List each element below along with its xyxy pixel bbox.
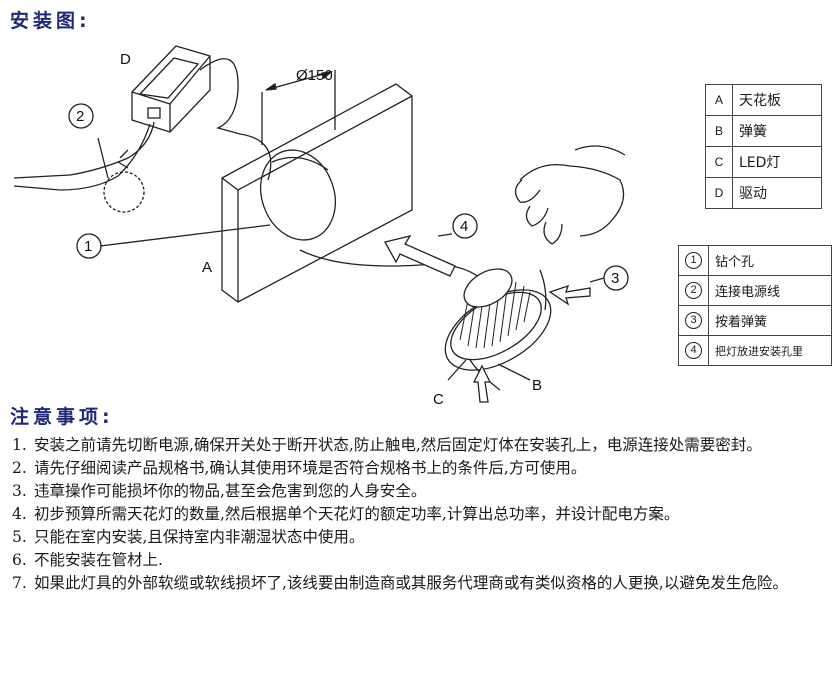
diameter-dimension (261, 70, 336, 145)
notes-list: 1. 安装之前请先切断电源,确保开关处于断开状态,防止触电,然后固定灯体在安装孔… (12, 434, 827, 595)
note-number: 2. (12, 459, 27, 477)
legend-key: D (705, 177, 733, 209)
legend-key: C (705, 146, 733, 178)
legend-row: B 弹簧 (705, 115, 822, 147)
legend-row: D 驱动 (705, 177, 822, 209)
legend-value: 钻个孔 (708, 245, 832, 276)
step-number-badge: 1 (685, 252, 702, 269)
legend-value: 驱动 (732, 177, 822, 209)
note-text: 不能安装在管材上. (34, 551, 163, 569)
step-1-number: 1 (84, 238, 92, 255)
step-2-marker (68, 103, 94, 129)
legend-row: 2 连接电源线 (678, 275, 832, 306)
steps-legend: 1 钻个孔 2 连接电源线 3 按着弹簧 4 把灯放进安装孔里 (678, 245, 832, 366)
push-arrow (472, 364, 492, 403)
note-number: 3. (12, 482, 27, 500)
insert-arrow (384, 234, 456, 277)
list-item: 5. 只能在室内安装,且保持室内非潮湿状态中使用。 (12, 526, 827, 549)
press-arrow (548, 284, 591, 306)
diameter-label: Ø150 (296, 67, 333, 84)
note-text: 安装之前请先切断电源,确保开关处于断开状态,防止触电,然后固定灯体在安装孔上，电… (34, 436, 762, 454)
note-number: 1. (12, 436, 27, 454)
step-number-badge: 3 (685, 312, 702, 329)
legend-value: 弹簧 (732, 115, 822, 147)
note-text: 请先仔细阅读产品规格书,确认其使用环境是否符合规格书上的条件后,方可使用。 (34, 459, 587, 477)
legend-row: 1 钻个孔 (678, 245, 832, 276)
label-C: C (433, 391, 444, 408)
legend-value: 把灯放进安装孔里 (708, 335, 832, 366)
label-A: A (202, 259, 212, 276)
list-item: 3. 违章操作可能损坏你的物品,甚至会危害到您的人身安全。 (12, 480, 827, 503)
note-text: 如果此灯具的外部软缆或软线损坏了,该线要由制造商或其服务代理商或有类似资格的人更… (34, 574, 788, 592)
label-B: B (532, 377, 542, 394)
ceiling-panel (221, 83, 413, 303)
installation-diagram: Ø150 D A B C 2 1 4 3 (13, 45, 629, 408)
step-4-number: 4 (460, 218, 468, 235)
label-D: D (120, 51, 131, 68)
legend-key: B (705, 115, 733, 147)
step-4-marker (452, 213, 478, 239)
legend-row: A 天花板 (705, 84, 822, 116)
legend-value: 按着弹簧 (708, 305, 832, 336)
notes-title: 注意事项: (10, 406, 114, 428)
note-number: 7. (12, 574, 27, 592)
legend-value: 连接电源线 (708, 275, 832, 306)
note-text: 违章操作可能损坏你的物品,甚至会危害到您的人身安全。 (34, 482, 427, 500)
install-title: 安装图: (10, 10, 91, 32)
note-text: 只能在室内安装,且保持室内非潮湿状态中使用。 (34, 528, 365, 546)
list-item: 7. 如果此灯具的外部软缆或软线损坏了,该线要由制造商或其服务代理商或有类似资格… (12, 572, 827, 595)
legend-value: 天花板 (732, 84, 822, 116)
list-item: 6. 不能安装在管材上. (12, 549, 827, 572)
step-1-marker (76, 233, 102, 259)
mounting-hole (260, 149, 336, 241)
step-number-badge: 2 (685, 282, 702, 299)
legend-value: LED灯 (732, 146, 822, 178)
note-text: 初步预算所需天花灯的数量,然后根据单个天花灯的额定功率,计算出总功率，并设计配电… (34, 505, 680, 523)
step-number-badge: 4 (685, 342, 702, 359)
list-item: 1. 安装之前请先切断电源,确保开关处于断开状态,防止触电,然后固定灯体在安装孔… (12, 434, 827, 457)
parts-legend: A 天花板 B 弹簧 C LED灯 D 驱动 (705, 84, 822, 209)
legend-row: C LED灯 (705, 146, 822, 178)
legend-row: 4 把灯放进安装孔里 (678, 335, 832, 366)
note-number: 5. (12, 528, 27, 546)
step-2-number: 2 (76, 108, 84, 125)
led-lamp (444, 268, 552, 371)
step-3-number: 3 (611, 270, 619, 287)
list-item: 4. 初步预算所需天花灯的数量,然后根据单个天花灯的额定功率,计算出总功率，并设… (12, 503, 827, 526)
hand-illustration (514, 145, 626, 245)
list-item: 2. 请先仔细阅读产品规格书,确认其使用环境是否符合规格书上的条件后,方可使用。 (12, 457, 827, 480)
note-number: 6. (12, 551, 27, 569)
driver-box (131, 45, 211, 133)
legend-row: 3 按着弹簧 (678, 305, 832, 336)
note-number: 4. (12, 505, 27, 523)
step-3-marker (603, 265, 629, 291)
legend-key: A (705, 84, 733, 116)
connection-detail-circle (103, 171, 145, 213)
